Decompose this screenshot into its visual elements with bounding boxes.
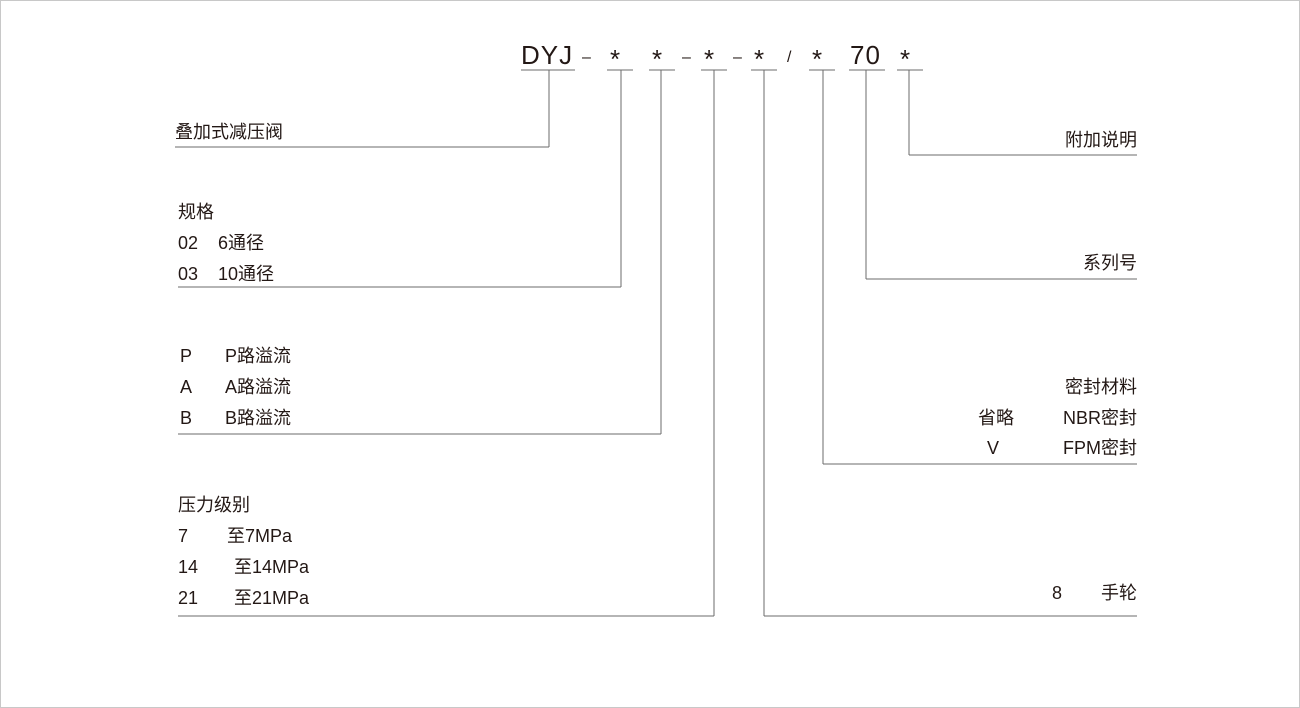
code-seal-placeholder: *	[812, 44, 823, 74]
pressure-row-desc: 至7MPa	[227, 526, 293, 546]
code-handwheel-placeholder: *	[754, 44, 765, 74]
model-code: DYJ – * * – * – * / * 70 *	[521, 40, 911, 74]
label-spec-title: 规格	[178, 202, 214, 222]
pressure-row-code: 21	[178, 588, 198, 608]
overflow-row-desc: B路溢流	[225, 408, 291, 428]
label-extra-note: 附加说明	[1065, 130, 1137, 150]
seal-row-desc: FPM密封	[1063, 438, 1137, 458]
overflow-row-desc: A路溢流	[225, 377, 291, 397]
code-pressure-placeholder: *	[704, 44, 715, 74]
code-dash-2: –	[682, 49, 691, 66]
code-extra-placeholder: *	[900, 44, 911, 74]
label-valve-type: 叠加式减压阀	[175, 122, 283, 142]
label-seal-title: 密封材料	[1065, 377, 1137, 397]
spec-row-code: 02	[178, 233, 198, 253]
code-series: 70	[850, 40, 881, 70]
code-dash-3: –	[733, 49, 742, 66]
handwheel-code: 8	[1052, 583, 1062, 603]
code-prefix: DYJ	[521, 40, 573, 70]
pressure-row-code: 14	[178, 557, 198, 577]
label-pressure-title: 压力级别	[178, 495, 250, 515]
overflow-row-code: B	[180, 408, 192, 428]
seal-row-code: 省略	[978, 408, 1014, 428]
overflow-row-code: P	[180, 346, 192, 366]
overflow-row-code: A	[180, 377, 192, 397]
spec-row-desc: 10通径	[218, 264, 274, 284]
pressure-row-desc: 至14MPa	[234, 557, 310, 577]
code-spec-placeholder: *	[610, 44, 621, 74]
seal-row-desc: NBR密封	[1063, 408, 1137, 428]
pressure-row-desc: 至21MPa	[234, 588, 310, 608]
pressure-row-code: 7	[178, 526, 188, 546]
leader-lines	[175, 70, 1137, 617]
overflow-row-desc: P路溢流	[225, 346, 291, 366]
code-dash-1: –	[582, 49, 591, 66]
handwheel-desc: 手轮	[1101, 583, 1137, 603]
spec-row-desc: 6通径	[218, 233, 264, 253]
code-slash: /	[787, 49, 792, 66]
spec-row-code: 03	[178, 264, 198, 284]
label-series-number: 系列号	[1083, 253, 1137, 273]
seal-row-code: V	[987, 438, 999, 458]
right-labels: 附加说明 系列号 密封材料 省略 NBR密封 V FPM密封 8 手轮	[978, 130, 1137, 603]
code-overflow-placeholder: *	[652, 44, 663, 74]
left-labels: 叠加式减压阀 规格 02 6通径 03 10通径 P P路溢流 A A路溢流 B…	[175, 122, 310, 608]
